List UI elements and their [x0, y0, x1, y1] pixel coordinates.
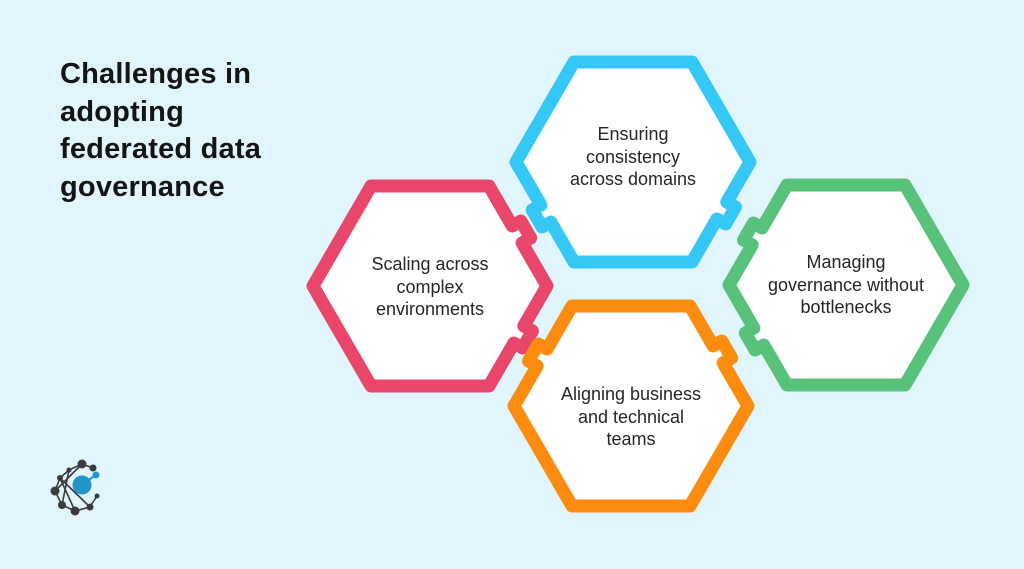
logo-hub-circle	[72, 475, 92, 495]
logo-nodes	[50, 459, 100, 516]
network-graph-logo-icon	[50, 459, 100, 516]
hexagon-scaling-complex	[306, 179, 554, 393]
logo-node	[50, 486, 60, 496]
logo-hub	[72, 471, 100, 495]
logo-node	[94, 493, 100, 499]
hexagon-ensuring-consistency	[509, 55, 757, 269]
logo-node	[89, 464, 97, 472]
hexagon-aligning-teams	[507, 299, 755, 513]
logo-node	[57, 475, 63, 481]
hexagon-label-scaling-complex: Scaling across complex environments	[371, 253, 489, 320]
page-title: Challenges in adopting federated data go…	[60, 58, 262, 204]
hexagon-label-managing-governance: Managing governance without bottlenecks	[767, 251, 925, 318]
logo-satellite-dot	[92, 471, 100, 479]
hexagon-label-ensuring-consistency: Ensuring consistency across domains	[569, 123, 697, 190]
hexagon-managing-governance	[722, 178, 970, 392]
logo-node	[70, 506, 80, 516]
hexagon-label-aligning-teams: Aligning business and technical teams	[560, 383, 702, 450]
logo-node	[58, 501, 66, 509]
logo-node	[66, 467, 72, 473]
logo-node	[77, 459, 87, 469]
logo-node	[86, 503, 94, 511]
